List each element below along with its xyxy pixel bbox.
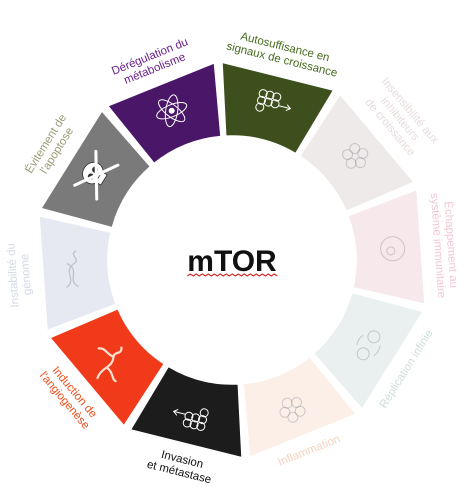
center-label: mTOR bbox=[187, 245, 277, 278]
cycle-cells-icon bbox=[356, 330, 381, 361]
segment-angiogenese bbox=[48, 307, 166, 428]
segment-instabilite-shape bbox=[38, 214, 118, 332]
segment-metabolisme-shape bbox=[106, 61, 222, 165]
segment-insensibilite-shape bbox=[298, 92, 416, 213]
segment-echappement bbox=[346, 188, 426, 306]
segment-metabolisme bbox=[106, 61, 222, 165]
segment-replication-shape bbox=[312, 291, 425, 411]
spellcheck-underline bbox=[186, 273, 278, 277]
inflamed-cells-icon bbox=[279, 396, 306, 423]
label-echappement-line: Échappement au bbox=[441, 201, 460, 289]
center-group: mTOR bbox=[110, 138, 354, 382]
segment-apoptose bbox=[39, 109, 152, 229]
skull-icon bbox=[73, 149, 120, 201]
segment-instabilite bbox=[38, 214, 118, 332]
segments-layer bbox=[38, 61, 426, 459]
dna-icon bbox=[66, 250, 79, 289]
cell-arrows-icon bbox=[342, 143, 369, 169]
blood-vessel-icon bbox=[96, 346, 123, 383]
segment-autosuffisance bbox=[221, 61, 335, 155]
segment-replication bbox=[312, 291, 425, 411]
center-disc bbox=[110, 138, 354, 382]
segment-invasion-shape bbox=[129, 365, 243, 459]
cell-cluster-icon bbox=[255, 89, 292, 112]
segment-inflammation-shape bbox=[242, 355, 358, 459]
segment-echappement-shape bbox=[346, 188, 426, 306]
segment-inflammation bbox=[242, 355, 358, 459]
segment-insensibilite bbox=[298, 92, 416, 213]
immune-cell-icon bbox=[380, 236, 406, 262]
label-instabilite-line: Instabilité du bbox=[5, 243, 21, 308]
atom-icon bbox=[156, 94, 188, 128]
segment-invasion bbox=[129, 365, 243, 459]
segment-autosuffisance-shape bbox=[221, 61, 335, 155]
label-instabilite-line: génome bbox=[19, 253, 34, 295]
metastasis-icon bbox=[172, 408, 209, 431]
